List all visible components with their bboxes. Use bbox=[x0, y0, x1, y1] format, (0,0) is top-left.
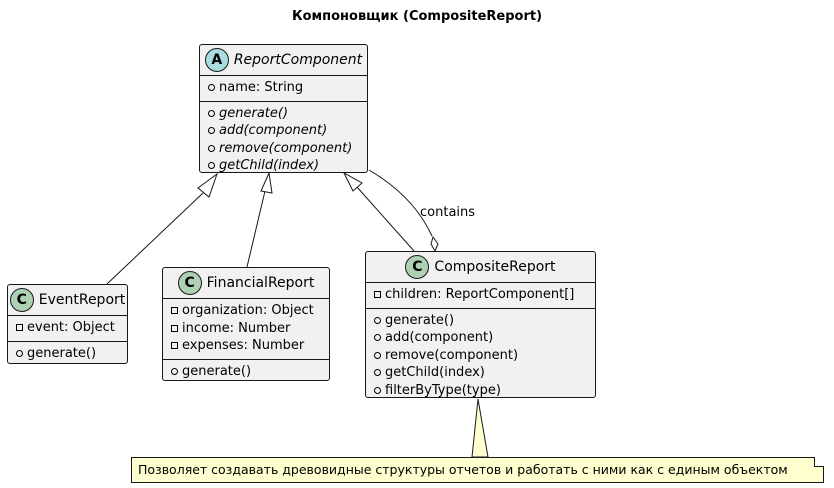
class-name: EventReport bbox=[38, 292, 126, 308]
class-event-report[interactable]: C EventReport event: Object generate() bbox=[7, 284, 128, 364]
public-visibility-icon bbox=[169, 368, 179, 375]
public-visibility-icon bbox=[372, 334, 382, 341]
method-text: filterByType(type) bbox=[385, 382, 501, 398]
public-visibility-icon bbox=[206, 162, 216, 169]
method-text: generate() bbox=[219, 105, 289, 121]
note: Позволяет создавать древовидные структур… bbox=[131, 457, 824, 483]
class-icon: C bbox=[405, 255, 430, 279]
class-financial-report[interactable]: C FinancialReport organization: Object i… bbox=[162, 267, 330, 381]
fields-section: children: ReportComponent[] bbox=[366, 283, 595, 308]
field-row: expenses: Number bbox=[169, 337, 325, 355]
abstract-class-icon: A bbox=[204, 48, 229, 72]
class-header: C CompositeReport bbox=[366, 252, 595, 283]
method-row: getChild(index) bbox=[206, 157, 363, 175]
public-visibility-icon bbox=[206, 110, 216, 117]
public-visibility-icon bbox=[206, 84, 216, 91]
public-visibility-icon bbox=[206, 145, 216, 152]
method-text: remove(component) bbox=[385, 347, 519, 363]
class-name: ReportComponent bbox=[233, 52, 363, 68]
inheritance-line-financial bbox=[246, 190, 266, 268]
public-visibility-icon bbox=[372, 369, 382, 376]
field-text: income: Number bbox=[182, 320, 291, 336]
field-row: organization: Object bbox=[169, 302, 325, 320]
field-text: children: ReportComponent[] bbox=[385, 287, 575, 302]
method-text: generate() bbox=[182, 363, 252, 379]
method-text: getChild(index) bbox=[385, 365, 485, 380]
private-visibility-icon bbox=[14, 324, 24, 331]
field-text: expenses: Number bbox=[182, 338, 305, 353]
method-row: add(component) bbox=[206, 122, 363, 140]
public-visibility-icon bbox=[14, 350, 24, 357]
methods-section: generate() add(component) remove(compone… bbox=[366, 307, 595, 404]
inheritance-line-event bbox=[106, 192, 204, 285]
fields-section: event: Object bbox=[8, 316, 127, 341]
method-row: filterByType(type) bbox=[372, 382, 591, 400]
class-name: FinancialReport bbox=[206, 275, 315, 291]
methods-section: generate() add(component) remove(compone… bbox=[200, 100, 367, 179]
class-report-component[interactable]: A ReportComponent name: String generate(… bbox=[199, 44, 368, 173]
method-row: generate() bbox=[206, 105, 363, 123]
field-text: event: Object bbox=[27, 320, 115, 335]
fields-section: organization: Object income: Number expe… bbox=[163, 299, 329, 359]
method-row: generate() bbox=[14, 345, 123, 363]
method-row: getChild(index) bbox=[372, 364, 591, 382]
class-composite-report[interactable]: C CompositeReport children: ReportCompon… bbox=[365, 251, 596, 398]
aggregation-diamond bbox=[430, 235, 439, 253]
public-visibility-icon bbox=[206, 127, 216, 134]
public-visibility-icon bbox=[372, 352, 382, 359]
field-text: name: String bbox=[219, 80, 304, 95]
aggregation-line bbox=[368, 169, 433, 237]
method-row: generate() bbox=[372, 312, 591, 330]
method-text: add(component) bbox=[385, 330, 494, 345]
fields-section: name: String bbox=[200, 76, 367, 101]
field-row: name: String bbox=[206, 79, 363, 97]
inheritance-line-composite bbox=[356, 186, 415, 252]
class-icon: C bbox=[9, 288, 34, 312]
class-header: A ReportComponent bbox=[200, 45, 367, 76]
inheritance-arrowhead-event bbox=[197, 172, 219, 198]
class-icon: C bbox=[177, 271, 202, 295]
field-text: organization: Object bbox=[182, 303, 314, 318]
method-text: getChild(index) bbox=[219, 158, 320, 173]
private-visibility-icon bbox=[169, 307, 179, 314]
private-visibility-icon bbox=[169, 325, 179, 332]
field-row: income: Number bbox=[169, 320, 325, 338]
private-visibility-icon bbox=[372, 291, 382, 298]
public-visibility-icon bbox=[372, 387, 382, 394]
note-connector bbox=[471, 398, 489, 458]
public-visibility-icon bbox=[372, 317, 382, 324]
class-header: C EventReport bbox=[8, 285, 127, 316]
diagram-title: Компоновщик (CompositeReport) bbox=[291, 9, 543, 24]
class-name: CompositeReport bbox=[434, 259, 556, 275]
field-row: children: ReportComponent[] bbox=[372, 286, 591, 304]
methods-section: generate() bbox=[163, 358, 329, 385]
inheritance-arrowhead-composite bbox=[342, 171, 363, 192]
inheritance-arrowhead-financial bbox=[260, 171, 273, 194]
method-text: add(component) bbox=[219, 123, 328, 138]
field-row: event: Object bbox=[14, 319, 123, 337]
method-row: add(component) bbox=[372, 329, 591, 347]
method-row: remove(component) bbox=[206, 140, 363, 158]
private-visibility-icon bbox=[169, 342, 179, 349]
class-header: C FinancialReport bbox=[163, 268, 329, 299]
relation-label-contains: contains bbox=[420, 205, 476, 220]
method-text: generate() bbox=[27, 345, 97, 361]
methods-section: generate() bbox=[8, 340, 127, 367]
method-row: generate() bbox=[169, 363, 325, 381]
method-text: remove(component) bbox=[219, 140, 353, 156]
method-text: generate() bbox=[385, 312, 455, 328]
method-row: remove(component) bbox=[372, 347, 591, 365]
